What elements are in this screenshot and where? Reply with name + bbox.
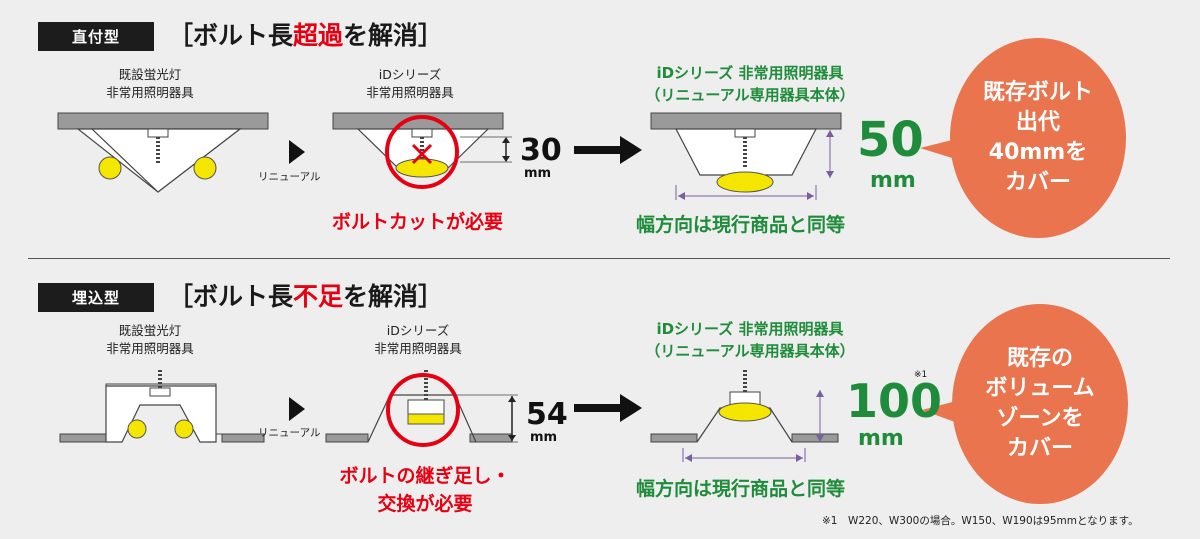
bubble1-line2: 出代 [1015, 110, 1060, 135]
id-fixture-extension [325, 370, 518, 447]
existing2-label-line2: 非常用照明器具 [106, 341, 194, 356]
section2-bolt-text: ボルトの継ぎ足し・ 交換が必要 [330, 462, 520, 518]
section2-dim-unit: mm [530, 430, 558, 445]
id-fixture-cut [332, 112, 512, 189]
section-divider [28, 258, 1170, 259]
existing-recessed-fixture [59, 370, 265, 443]
section2-bubble-text: 既存の ボリューム ゾーンを カバー [960, 344, 1120, 464]
section1-new-label: iDシリーズ 非常用照明器具 （リニューアル専用器具本体） [630, 62, 870, 106]
new2-label-line2: （リニューアル専用器具本体） [645, 342, 855, 360]
id-label-line2: 非常用照明器具 [366, 85, 454, 100]
existing-label-line2: 非常用照明器具 [106, 85, 194, 100]
bubble2-line3: ゾーンを [996, 406, 1084, 431]
section2-tag: 埋込型 [38, 283, 154, 312]
renewal-arrow-icon [289, 140, 305, 164]
bubble2-line4: カバー [1006, 436, 1073, 461]
new-label-line1: iDシリーズ 非常用照明器具 [656, 64, 844, 82]
section1-bubble-text: 既存ボルト 出代 40mmを カバー [958, 78, 1118, 198]
section2-heading-post: を解消］ [343, 282, 444, 311]
section2-dim-value: 54 [526, 397, 568, 432]
section1-dim-value: 30 [520, 133, 562, 168]
section1-tag: 直付型 [38, 22, 154, 51]
section1-width-text: 幅方向は現行商品と同等 [636, 214, 846, 236]
bubble1-line3: 40mmを [988, 140, 1088, 165]
section1-bolt-cut-text: ボルトカットが必要 [332, 211, 504, 233]
section1-heading-highlight: 超過 [293, 21, 344, 50]
section1-existing-label: 既設蛍光灯 非常用照明器具 [95, 66, 205, 102]
new-surface-fixture [650, 112, 842, 200]
existing-label-line1: 既設蛍光灯 [118, 67, 182, 82]
existing2-label-line1: 既設蛍光灯 [118, 323, 182, 338]
section2-bubble [922, 304, 1128, 504]
section1-dim-unit: mm [524, 166, 552, 181]
bolt-text-line2: 交換が必要 [377, 493, 473, 515]
section1-big-unit: mm [870, 168, 916, 193]
section2-heading-pre: ［ボルト長 [168, 282, 294, 311]
id2-label-line2: 非常用照明器具 [374, 341, 462, 356]
new2-label-line1: iDシリーズ 非常用照明器具 [656, 320, 844, 338]
section2-renewal-label: リニューアル [258, 427, 321, 439]
id-label-line1: iDシリーズ [378, 67, 442, 82]
section1-id-label: iDシリーズ 非常用照明器具 [350, 66, 470, 102]
bubble1-line1: 既存ボルト [982, 80, 1093, 105]
bubble2-line1: 既存の [1006, 346, 1073, 371]
id2-label-line1: iDシリーズ [386, 323, 450, 338]
section2-existing-label: 既設蛍光灯 非常用照明器具 [95, 322, 205, 358]
existing-surface-fixture [57, 112, 269, 193]
section2-heading-highlight: 不足 [293, 282, 344, 311]
section2-id-label: iDシリーズ 非常用照明器具 [358, 322, 478, 358]
result-arrow-icon-2 [574, 394, 642, 422]
section1-heading: ［ボルト長超過を解消］ [168, 16, 443, 52]
result-arrow-icon [574, 136, 642, 164]
bolt-text-line1: ボルトの継ぎ足し・ [339, 465, 511, 487]
section2-big-note: ※1 [914, 370, 928, 380]
section2-heading: ［ボルト長不足を解消］ [168, 277, 443, 313]
section1-heading-pre: ［ボルト長 [168, 21, 294, 50]
bubble2-line2: ボリューム [985, 376, 1095, 401]
section2-big-value: 100 [846, 374, 943, 428]
section1-renewal-label: リニューアル [258, 171, 321, 183]
footnote: ※1 W220、W300の場合。W150、W190は95mmとなります。 [822, 515, 1139, 527]
renewal-arrow-icon-2 [289, 397, 305, 421]
section1-big-value: 50 [857, 112, 924, 168]
bubble1-line4: カバー [1004, 170, 1071, 195]
section1-bubble [920, 38, 1126, 238]
section2-new-label: iDシリーズ 非常用照明器具 （リニューアル専用器具本体） [630, 318, 870, 362]
section2-big-unit: mm [858, 426, 904, 451]
new-recessed-fixture [650, 370, 839, 462]
section2-width-text: 幅方向は現行商品と同等 [636, 478, 846, 500]
new-label-line2: （リニューアル専用器具本体） [645, 86, 855, 104]
section1-heading-post: を解消］ [343, 21, 444, 50]
